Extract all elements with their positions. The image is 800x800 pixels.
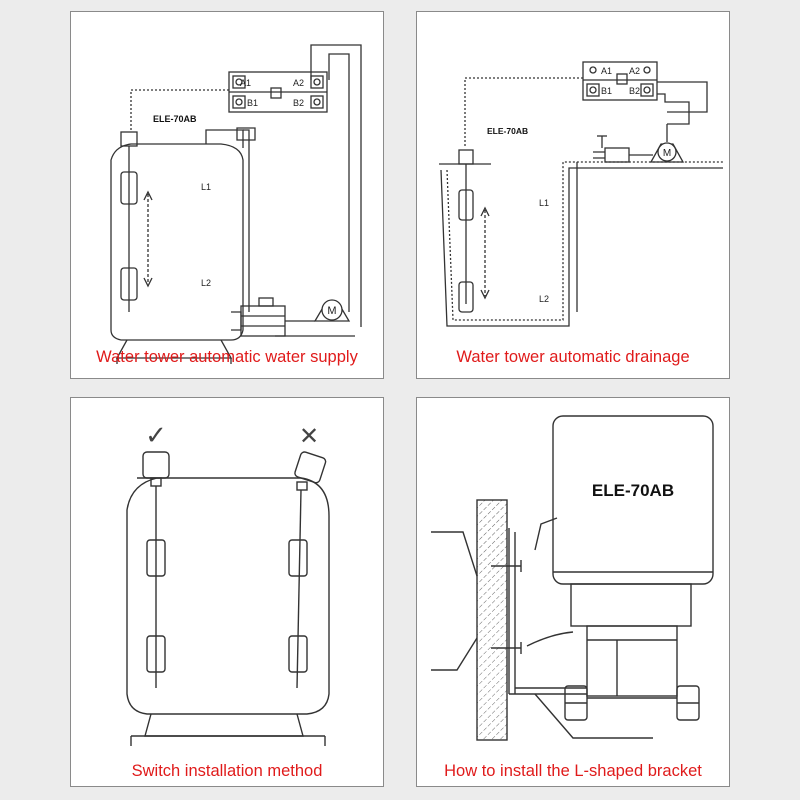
model-label: ELE-70AB — [592, 481, 674, 500]
caption: How to install the L-shaped bracket — [444, 762, 702, 780]
level-l1: L1 — [201, 182, 211, 192]
panel-water-supply: M A1 A2 B1 B2 ELE-70AB L1 L2 Water tower… — [70, 11, 384, 379]
water-supply-diagram: M A1 A2 B1 B2 ELE-70AB L1 L2 — [110, 44, 362, 364]
motor-label: M — [663, 148, 671, 159]
terminal-a2: A2 — [629, 66, 640, 76]
model-label: ELE-70AB — [487, 126, 528, 136]
caption: Water tower automatic drainage — [456, 348, 690, 366]
panel-drainage: M A1 A2 B1 B2 ELE-70AB L1 L2 Water tower… — [416, 11, 730, 379]
terminal-b2: B2 — [293, 98, 304, 108]
terminal-a2: A2 — [293, 78, 304, 88]
panel-l-bracket: ELE-70AB How to install the L-shaped bra… — [416, 397, 730, 787]
installation-method-diagram: ✓ ✕ — [126, 420, 330, 746]
terminal-a1: A1 — [240, 78, 251, 88]
level-l2: L2 — [201, 278, 211, 288]
terminal-a1: A1 — [601, 66, 612, 76]
motor-label: M — [327, 305, 336, 317]
caption: Water tower automatic water supply — [96, 348, 358, 366]
panel-installation-method: ✓ ✕ Switch installation method — [70, 397, 384, 787]
model-label: ELE-70AB — [153, 114, 197, 124]
l-bracket-diagram: ELE-70AB — [431, 415, 714, 741]
level-l1: L1 — [539, 198, 549, 208]
wrong-cross-icon: ✕ — [299, 423, 319, 450]
level-l2: L2 — [539, 294, 549, 304]
terminal-b2: B2 — [629, 86, 640, 96]
caption: Switch installation method — [131, 762, 323, 780]
drainage-diagram: M A1 A2 B1 B2 ELE-70AB L1 L2 — [439, 61, 723, 327]
correct-check-icon: ✓ — [145, 420, 167, 450]
terminal-b1: B1 — [247, 98, 258, 108]
terminal-b1: B1 — [601, 86, 612, 96]
